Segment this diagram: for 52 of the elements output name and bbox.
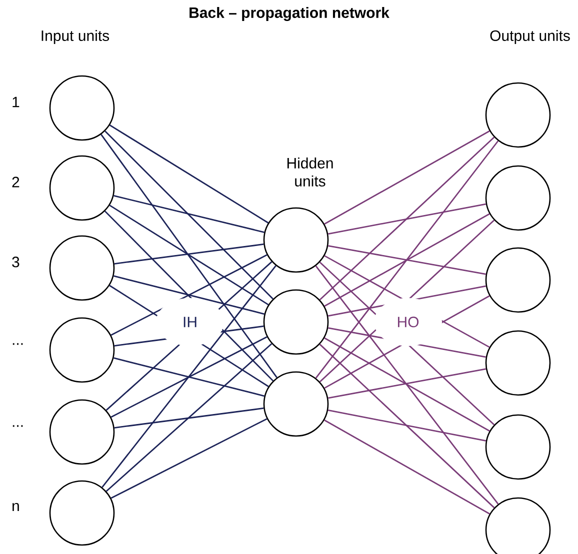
connection-line bbox=[110, 336, 268, 418]
unit-circle bbox=[485, 414, 551, 480]
unit-circle bbox=[49, 317, 115, 383]
unit-circle bbox=[49, 235, 115, 301]
connection-line bbox=[110, 254, 268, 336]
connection-line bbox=[104, 130, 274, 300]
unit-number: 1 bbox=[12, 96, 20, 108]
connection-line bbox=[114, 408, 264, 428]
connection-line bbox=[114, 195, 264, 233]
unit-circle bbox=[485, 82, 551, 148]
layer-label: HO bbox=[398, 316, 419, 328]
connection-line bbox=[328, 368, 486, 399]
column-heading: Hidden units bbox=[287, 157, 333, 186]
connection-line bbox=[102, 265, 276, 488]
unit-circle bbox=[49, 75, 115, 141]
unit-number: n bbox=[12, 502, 19, 512]
unit-circle bbox=[263, 371, 329, 437]
connection-line bbox=[100, 134, 278, 378]
connection-line bbox=[324, 420, 490, 514]
connection-line bbox=[319, 136, 495, 300]
connection-line bbox=[319, 344, 495, 508]
connection-line bbox=[109, 124, 269, 224]
title: Back – propagation network bbox=[190, 6, 390, 22]
connection-line bbox=[110, 418, 268, 499]
unit-number: ... bbox=[12, 343, 23, 345]
connection-line bbox=[315, 140, 499, 379]
layer-label: IH bbox=[184, 316, 196, 328]
unit-circle bbox=[263, 289, 329, 355]
connection-line bbox=[315, 266, 499, 504]
unit-circle bbox=[263, 207, 329, 273]
connection-line bbox=[113, 275, 265, 315]
unit-circle bbox=[485, 330, 551, 396]
unit-circle bbox=[49, 399, 115, 465]
connection-line bbox=[324, 337, 490, 432]
column-heading: Output units bbox=[490, 30, 570, 44]
connection-line bbox=[324, 130, 490, 225]
unit-number: ... bbox=[12, 425, 23, 427]
connection-line bbox=[328, 203, 486, 235]
connection-line bbox=[109, 204, 269, 306]
connection-line bbox=[106, 343, 272, 492]
unit-number: 2 bbox=[12, 176, 20, 188]
connection-line bbox=[328, 410, 486, 442]
unit-circle bbox=[485, 247, 551, 313]
connection-line bbox=[114, 244, 264, 264]
unit-circle bbox=[49, 155, 115, 221]
connection-line bbox=[328, 245, 486, 275]
unit-circle bbox=[485, 165, 551, 231]
connection-line bbox=[113, 357, 265, 397]
unit-number: 3 bbox=[12, 256, 20, 268]
unit-circle bbox=[49, 480, 115, 546]
column-heading: Input units bbox=[42, 30, 110, 44]
connection-line bbox=[324, 213, 490, 307]
